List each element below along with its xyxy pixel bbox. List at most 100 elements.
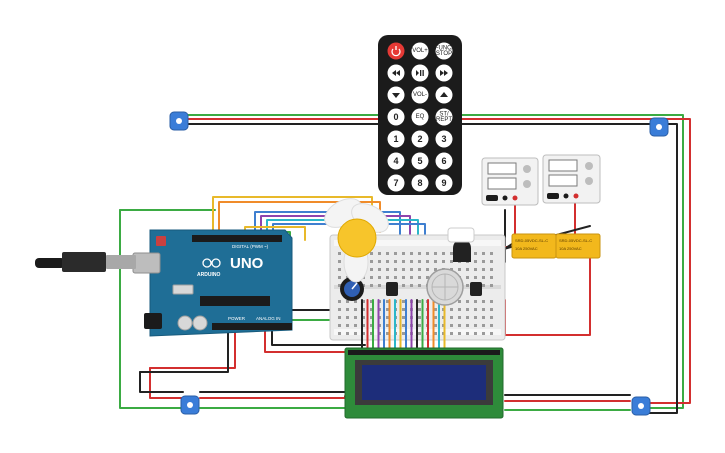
breadboard-hole	[338, 316, 341, 319]
breadboard-hole	[418, 268, 421, 271]
power-supply-right-knob-2[interactable]	[585, 177, 593, 185]
breadboard-hole	[458, 300, 461, 303]
remote-button[interactable]	[435, 64, 453, 82]
power-supply-left-switch[interactable]	[486, 195, 498, 201]
breadboard-hole	[482, 252, 485, 255]
breadboard-hole	[418, 324, 421, 327]
remote-button[interactable]	[411, 64, 429, 82]
usb-plug-metal	[106, 255, 136, 269]
remote-button-label: 1	[393, 134, 398, 144]
remote-button[interactable]: 7	[387, 174, 405, 192]
breadboard-hole	[354, 316, 357, 319]
breadboard-hole	[354, 324, 357, 327]
remote-button[interactable]	[435, 86, 453, 104]
power-supply-right-display-1	[548, 159, 578, 172]
remote-button[interactable]: VOL-	[411, 86, 429, 104]
power-supply-left[interactable]	[481, 157, 539, 206]
breadboard-hole	[346, 300, 349, 303]
breadboard-hole	[346, 308, 349, 311]
ir-receiver[interactable]	[447, 227, 475, 262]
remote-button[interactable]: 2	[411, 130, 429, 148]
remote-button-face	[435, 152, 453, 170]
remote-button[interactable]: 8	[411, 174, 429, 192]
remote-button-label: 6	[441, 156, 446, 166]
breadboard-hole	[346, 324, 349, 327]
breadboard-hole	[474, 276, 477, 279]
breadboard-hole	[426, 252, 429, 255]
remote-button[interactable]	[387, 64, 405, 82]
remote-button[interactable]: 1	[387, 130, 405, 148]
fan-motor[interactable]	[320, 193, 394, 283]
breadboard-hole	[450, 332, 453, 335]
remote-button[interactable]: EQ	[411, 108, 429, 126]
neopixel-led	[656, 124, 662, 130]
remote-button[interactable]: 5	[411, 152, 429, 170]
remote-button-label: EQ	[416, 114, 425, 120]
neopixel-bottom-right[interactable]	[631, 396, 651, 416]
lcd-screen	[362, 365, 486, 400]
arduino-uno[interactable]: UNO ARDUINO DIGITAL (PWM ~) POWER ANALOG…	[132, 229, 293, 337]
power-supply-right[interactable]	[542, 154, 601, 204]
breadboard-top-rail	[334, 240, 501, 246]
lcd-display[interactable]	[344, 347, 504, 419]
remote-button-face	[411, 152, 429, 170]
remote-button[interactable]: 3	[435, 130, 453, 148]
breadboard-hole	[410, 260, 413, 263]
transistor-right[interactable]	[470, 282, 482, 296]
breadboard-hole	[402, 300, 405, 303]
breadboard-hole	[482, 260, 485, 263]
breadboard-hole	[434, 260, 437, 263]
arduino-logo-right	[211, 258, 221, 268]
breadboard-hole	[386, 324, 389, 327]
breadboard-hole	[338, 300, 341, 303]
usb-cable-icon[interactable]	[35, 252, 136, 272]
remote-button-face	[435, 130, 453, 148]
analog-header	[212, 323, 292, 330]
neopixel-top-left[interactable]	[169, 111, 189, 131]
breadboard-hole	[362, 332, 365, 335]
remote-button[interactable]: 4	[387, 152, 405, 170]
power-supply-left-knob-2[interactable]	[523, 180, 531, 188]
remote-button[interactable]: VOL+	[411, 42, 429, 60]
transistor-left[interactable]	[386, 282, 398, 296]
breadboard-hole	[482, 324, 485, 327]
power-supply-left-terminal-neg	[502, 195, 508, 201]
remote-button[interactable]	[387, 86, 405, 104]
gas-sensor[interactable]	[426, 268, 464, 306]
remote-button-face	[435, 108, 453, 126]
arduino-digital-label: DIGITAL (PWM ~)	[232, 244, 269, 249]
remote-button[interactable]: FUNC/STOP	[435, 42, 454, 60]
relay-left[interactable]: SRD-05VDC-SL-C 10A 250VAC	[511, 233, 557, 259]
power-supply-right-knob-1[interactable]	[585, 162, 593, 170]
breadboard-hole	[450, 324, 453, 327]
remote-button[interactable]	[387, 42, 405, 60]
neopixel-bottom-left[interactable]	[180, 395, 200, 415]
breadboard-hole	[482, 276, 485, 279]
reset-button[interactable]	[156, 236, 166, 246]
breadboard-hole	[354, 332, 357, 335]
breadboard-hole	[458, 324, 461, 327]
remote-button[interactable]: 6	[435, 152, 453, 170]
fast-forward-icon	[440, 70, 448, 76]
remote-button-label: ST/	[439, 112, 449, 118]
breadboard-hole	[378, 276, 381, 279]
remote-button-face	[387, 152, 405, 170]
relay-right[interactable]: SRD-05VDC-SL-C 10A 250VAC	[555, 233, 601, 259]
remote-button[interactable]: 9	[435, 174, 453, 192]
power-supply-right-switch[interactable]	[547, 193, 559, 199]
breadboard-hole	[490, 308, 493, 311]
power-supply-left-knob-1[interactable]	[523, 165, 531, 173]
breadboard-hole	[378, 252, 381, 255]
remote-button[interactable]: 0	[387, 108, 405, 126]
breadboard-hole	[418, 316, 421, 319]
neopixel-top-right[interactable]	[649, 117, 669, 137]
breadboard-hole	[490, 268, 493, 271]
power-supply-left-display-2	[487, 177, 517, 190]
potentiometer[interactable]	[340, 277, 364, 301]
remote-button[interactable]: ST/REPT	[435, 108, 453, 126]
breadboard-hole	[482, 332, 485, 335]
remote-button-label: VOL+	[412, 48, 428, 54]
breadboard-hole	[338, 276, 341, 279]
